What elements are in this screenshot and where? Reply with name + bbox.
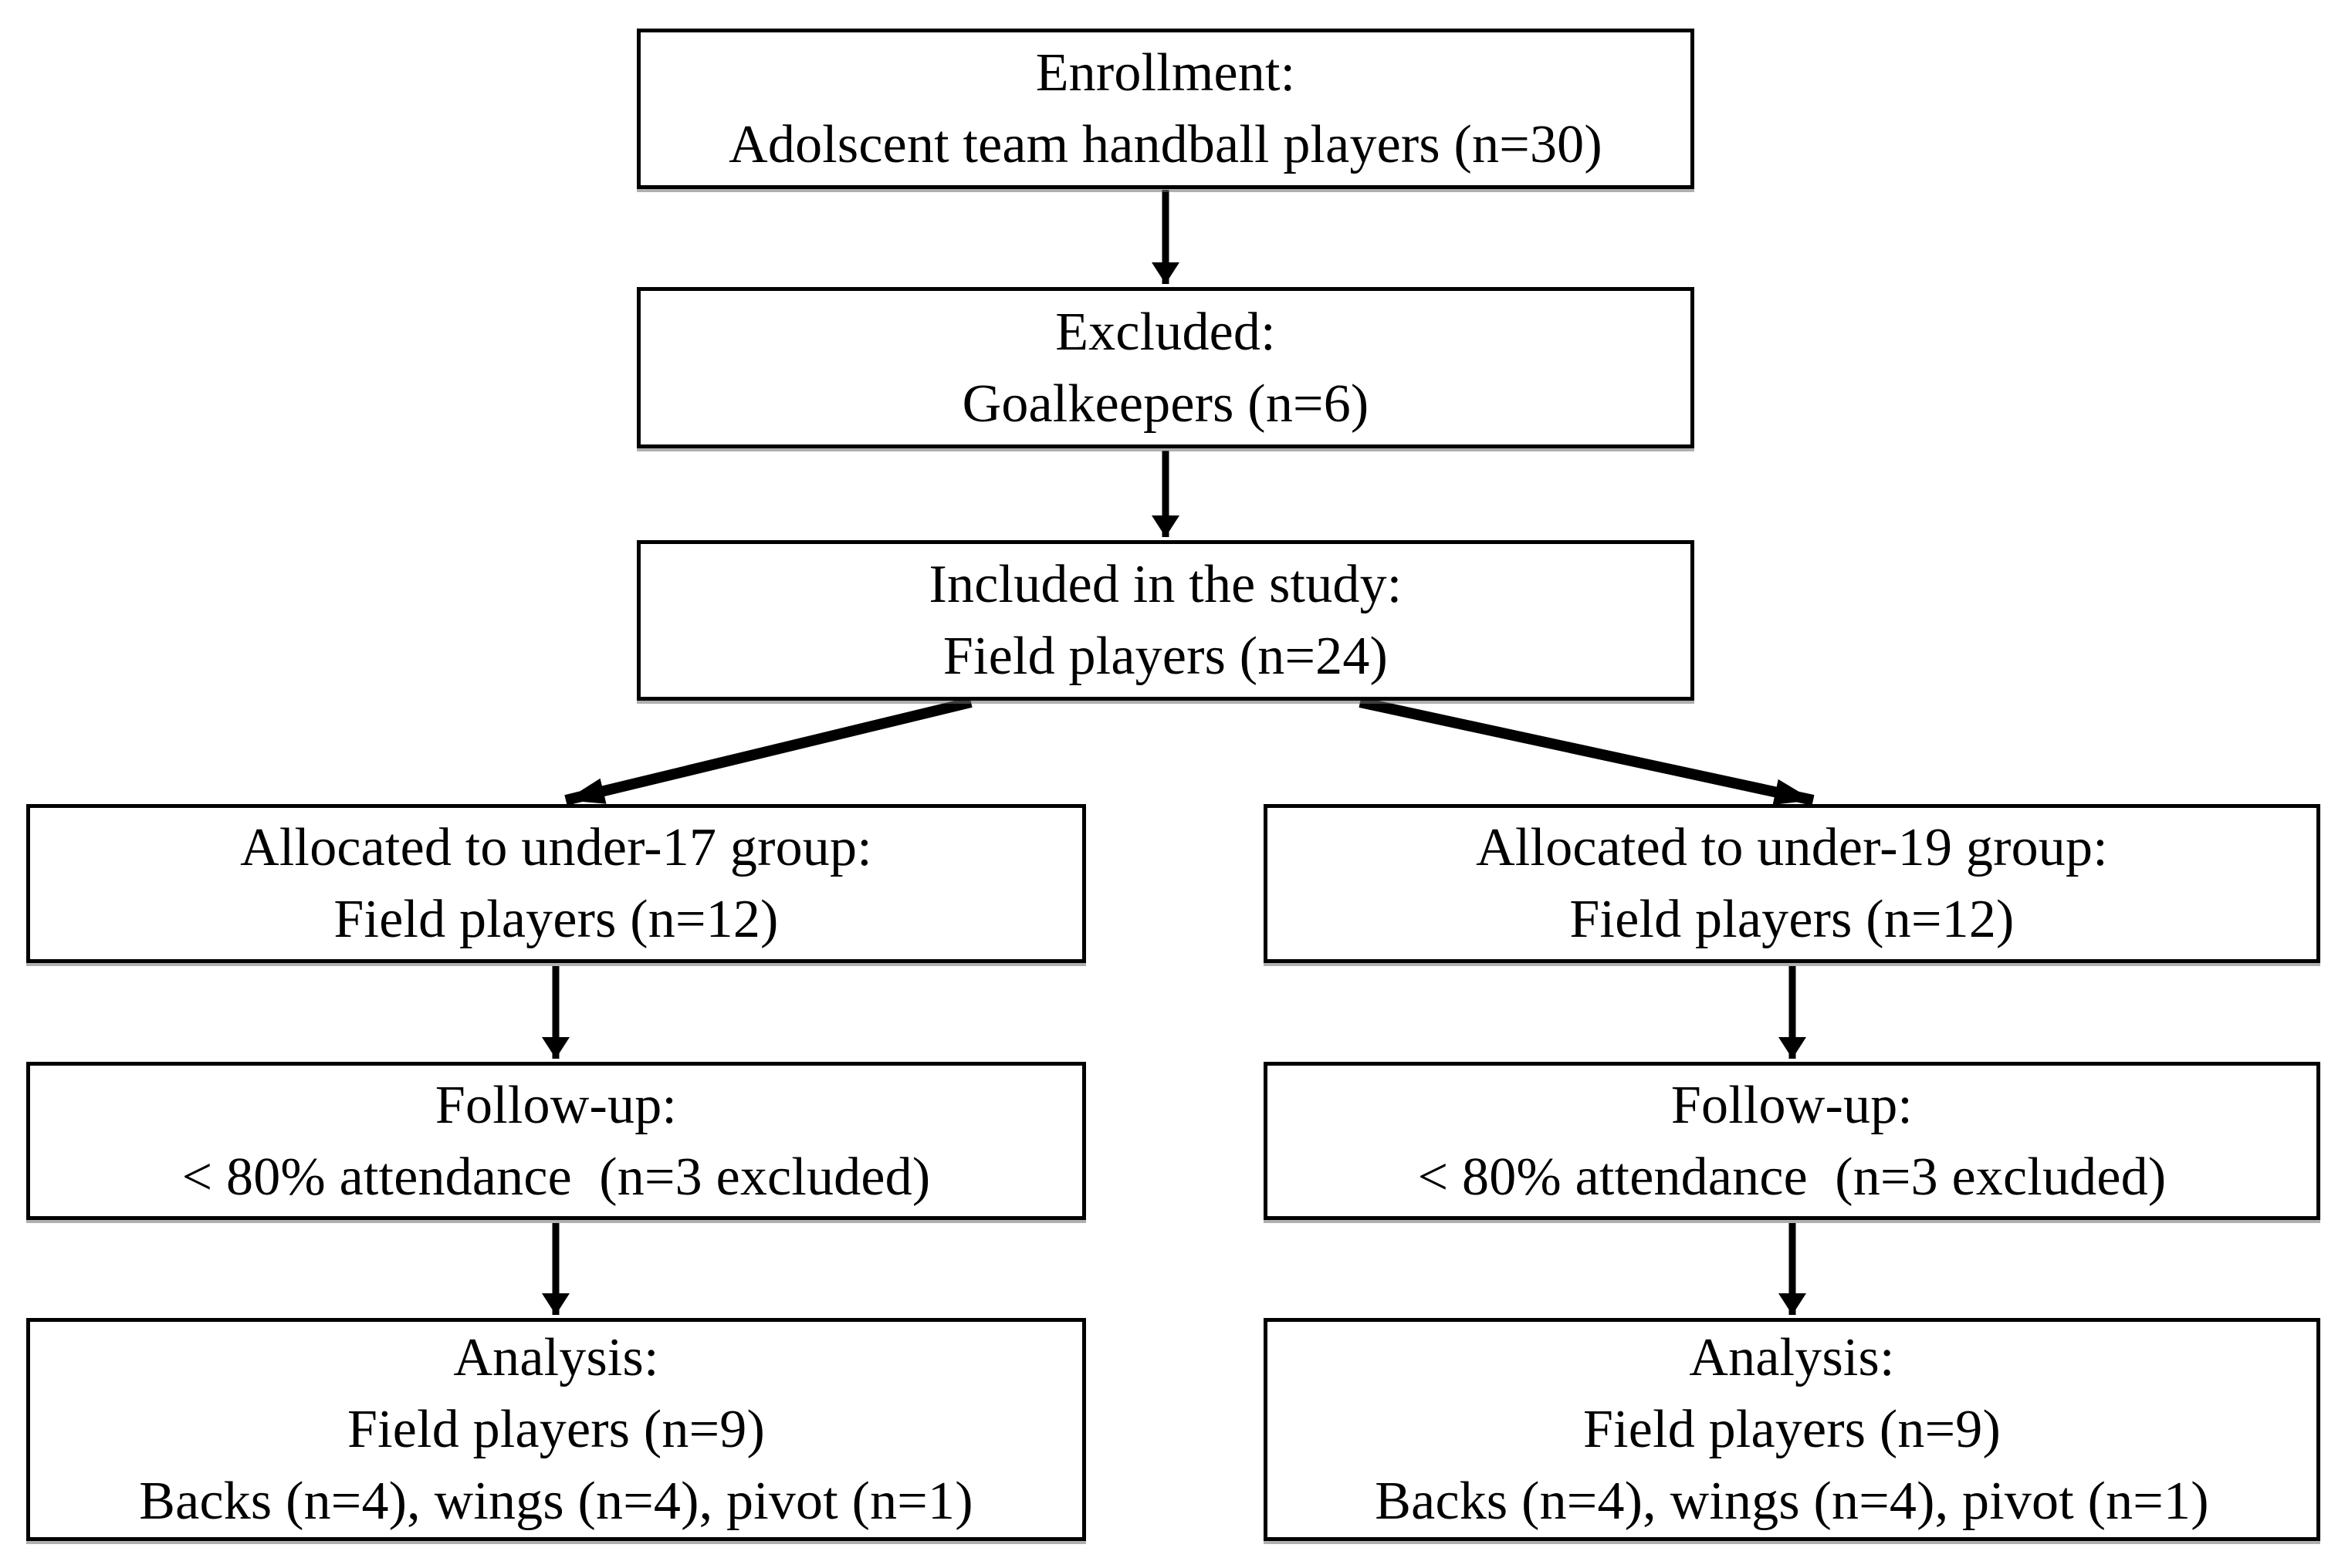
arrow-included-to-allocated-u17 (564, 697, 973, 806)
box-text-line: Field players (n=12) (1569, 890, 2015, 949)
box-text-line: Follow-up: (1670, 1075, 1913, 1135)
box-allocated-under-19: Allocated to under-19 group: Field playe… (1264, 804, 2320, 963)
box-text-line: Included in the study: (929, 555, 1403, 614)
box-text-line: Analysis: (453, 1328, 659, 1387)
box-text-line: Field players (n=9) (347, 1400, 765, 1459)
box-text-line: < 80% attendance (n=3 excluded) (181, 1147, 931, 1207)
box-included-in-study: Included in the study: Field players (n=… (637, 540, 1694, 701)
box-followup-under-17: Follow-up: < 80% attendance (n=3 exclude… (26, 1062, 1086, 1220)
box-analysis-under-19: Analysis: Field players (n=9) Backs (n=4… (1264, 1318, 2320, 1541)
box-allocated-under-17: Allocated to under-17 group: Field playe… (26, 804, 1086, 963)
box-text-line: Field players (n=24) (942, 627, 1389, 686)
box-enrollment: Enrollment: Adolscent team handball play… (637, 29, 1694, 189)
box-text-line: Adolscent team handball players (n=30) (729, 115, 1602, 174)
box-excluded: Excluded: Goalkeepers (n=6) (637, 287, 1694, 448)
box-text-line: Analysis: (1689, 1328, 1895, 1387)
box-followup-under-19: Follow-up: < 80% attendance (n=3 exclude… (1264, 1062, 2320, 1220)
box-text-line: Follow-up: (435, 1075, 678, 1135)
box-text-line: Backs (n=4), wings (n=4), pivot (n=1) (139, 1472, 973, 1531)
box-text-line: Field players (n=9) (1583, 1400, 2001, 1459)
box-text-line: < 80% attendance (n=3 excluded) (1417, 1147, 2167, 1207)
box-analysis-under-17: Analysis: Field players (n=9) Backs (n=4… (26, 1318, 1086, 1541)
box-text-line: Enrollment: (1035, 43, 1296, 103)
box-text-line: Backs (n=4), wings (n=4), pivot (n=1) (1375, 1472, 2209, 1531)
box-text-line: Goalkeepers (n=6) (962, 373, 1369, 434)
box-text-line: Allocated to under-19 group: (1476, 818, 2108, 877)
box-text-line: Allocated to under-17 group: (240, 818, 872, 877)
box-text-line: Excluded: (1055, 302, 1276, 362)
arrow-included-to-allocated-u19 (1359, 697, 1815, 806)
box-text-line: Field players (n=12) (333, 890, 779, 949)
